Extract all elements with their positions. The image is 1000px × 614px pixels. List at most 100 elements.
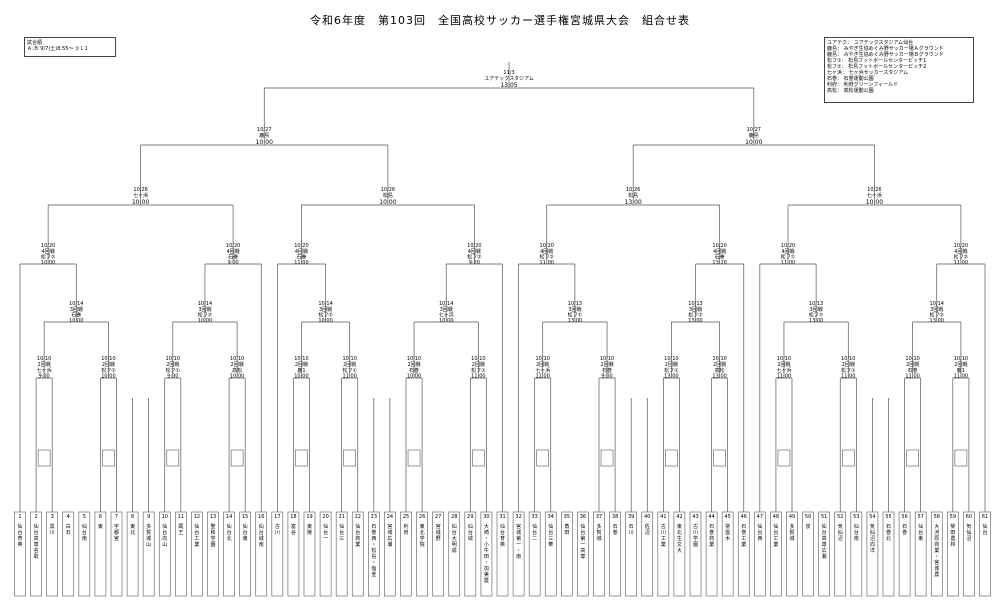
team-number: 56 — [901, 514, 907, 520]
team-number: 30 — [483, 514, 489, 520]
team-number: 5 — [83, 514, 86, 520]
team-name: 仙台東 — [918, 523, 923, 542]
team-number: 18 — [290, 514, 296, 520]
score-box — [713, 449, 726, 467]
team-name: 古川学園 — [693, 523, 698, 548]
score-box — [536, 449, 550, 467]
team-number: 14 — [226, 514, 232, 520]
team-number: 57 — [917, 514, 923, 520]
team-box — [930, 511, 943, 597]
team-name: 仙台工業 — [194, 523, 199, 548]
team-name: 仙台東 — [243, 523, 248, 542]
team-name: 仙台工業 — [773, 523, 778, 548]
team-number: 50 — [805, 514, 811, 520]
legend-box: 試合順 Ａ:Ｂ 9/7(土)8:55～ ①Ｌ1 — [24, 37, 116, 57]
team-name: 石巻 — [613, 524, 618, 536]
team-name: 気仙沼 — [838, 523, 843, 542]
team-name: 泉 — [806, 523, 811, 530]
score-box — [166, 449, 180, 467]
team-number: 20 — [322, 514, 328, 520]
team-number: 51 — [821, 514, 827, 520]
team-number: 53 — [853, 514, 859, 520]
team-name: 東 — [98, 523, 103, 530]
team-number: 26 — [419, 514, 425, 520]
team-number: 17 — [274, 514, 280, 520]
team-number: 45 — [724, 514, 730, 520]
team-name: 仙台 — [982, 523, 987, 536]
team-number: 28 — [451, 514, 457, 520]
team-number: 4 — [67, 514, 70, 520]
team-name: 大河原商業・宮城農 — [934, 523, 939, 578]
team-name: 佐沼 — [645, 523, 650, 536]
team-number: 24 — [387, 514, 393, 520]
team-name: 多賀城 — [789, 523, 794, 542]
team-number: 61 — [982, 514, 988, 520]
score-box — [954, 449, 968, 467]
team-name: 石巻西・松島・塩釜 — [371, 524, 376, 578]
team-name: 仙台第一高専 — [580, 523, 585, 560]
venue-line: 松フ②： 松島フットボールセンターピッチ2 — [827, 64, 927, 70]
score-box — [600, 449, 614, 467]
team-name: 仙台城南 — [259, 523, 264, 548]
team-name: 東陵 — [307, 523, 312, 536]
team-box — [818, 511, 830, 597]
legend-line: Ａ:Ｂ 9/7(土)8:55～ ①Ｌ1 — [27, 46, 88, 52]
team-number: 49 — [789, 514, 795, 520]
team-number: 38 — [612, 514, 618, 520]
team-name: 石巻北 — [886, 524, 891, 542]
team-number: 16 — [258, 514, 264, 520]
venue-legend: ユアテク： ユアテックスタジアム仙台 鹿島： みやぎ生協めぐみ野サッカー場Ａグラ… — [824, 37, 974, 103]
team-number: 25 — [403, 514, 409, 520]
team-name: 大崎・小牛田・加美農 — [484, 523, 489, 584]
team-name: 石巻商業 — [709, 524, 714, 548]
team-name: 蔵王 — [178, 523, 183, 536]
team-box — [432, 511, 444, 597]
team-name: 聖和学園 — [210, 524, 215, 548]
team-number: 43 — [692, 514, 698, 520]
team-name: 宇都宮 — [114, 523, 119, 542]
score-box — [407, 449, 421, 467]
team-number: 6 — [99, 514, 102, 520]
venue-line: 石巻： 石巻運動公園 — [827, 76, 874, 82]
team-number: 48 — [773, 514, 779, 520]
page-title: 令和6年度 第103回 全国高校サッカー選手権宮城県大会 組合せ表 — [310, 14, 690, 27]
venue-line: ユアテク： ユアテックスタジアム仙台 — [827, 40, 914, 46]
team-name: 多賀城山 — [146, 523, 151, 548]
team-number: 60 — [966, 514, 972, 520]
final-venue: ユアテックスタジアム — [484, 75, 534, 82]
team-number: 47 — [757, 514, 763, 520]
team-name: 仙台商業 — [355, 523, 360, 548]
team-number: 44 — [708, 514, 714, 520]
team-name: 仙台向山 — [162, 523, 167, 548]
team-number: 32 — [515, 514, 521, 520]
legend-line: 試合順 — [27, 40, 43, 46]
team-name: 仙台大明成 — [452, 523, 457, 554]
team-number: 46 — [741, 514, 747, 520]
team-name: 宮城広瀬 — [387, 523, 392, 548]
score-box — [472, 449, 485, 467]
team-number: 8 — [131, 514, 134, 520]
team-number: 19 — [306, 514, 312, 520]
team-number: 36 — [580, 514, 586, 520]
team-number: 34 — [548, 514, 554, 520]
team-box — [319, 511, 332, 597]
team-name: 東北学院 — [420, 523, 425, 548]
team-name: 仙台南 — [82, 523, 87, 542]
team-name: 仙台育英 — [17, 523, 22, 548]
venue-line: 利府： 利府グリーンフィールド — [827, 82, 899, 88]
team-name: 富谷 — [291, 523, 296, 536]
team-number: 41 — [660, 514, 666, 520]
team-name: 石巻工業 — [741, 524, 746, 548]
team-name: 仙台三華 — [548, 523, 553, 548]
score-box — [665, 449, 678, 467]
final-time: 13:05 — [500, 82, 517, 89]
team-number: 55 — [885, 514, 891, 520]
team-number: 37 — [596, 514, 602, 520]
team-number: 35 — [564, 514, 570, 520]
team-name: 気仙沼向洋 — [870, 523, 875, 554]
team-name: 利府 — [403, 523, 408, 536]
team-name: 仙台北 — [227, 523, 232, 542]
venue-line: 鹿島： みやぎ生協めぐみ野サッカー場Ｂグラウンド — [827, 52, 944, 58]
team-box — [448, 511, 461, 597]
